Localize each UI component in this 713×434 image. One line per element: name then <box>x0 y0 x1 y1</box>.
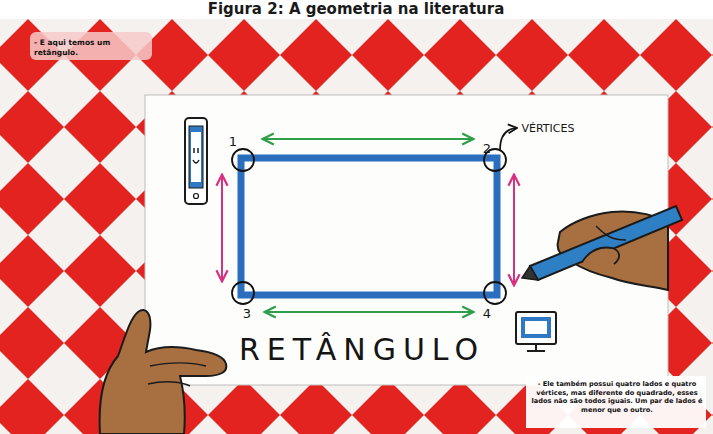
leader-arrow <box>500 128 516 150</box>
monitor-screen-inner <box>525 321 547 334</box>
title-strip <box>0 0 713 19</box>
pen-body <box>530 206 682 280</box>
vertex-circle <box>232 282 254 304</box>
monitor-base <box>527 350 545 352</box>
hand-shape <box>100 310 227 434</box>
right-hand-with-pen <box>522 206 682 290</box>
side-arrow <box>513 176 515 284</box>
caption-brush <box>30 32 152 60</box>
caption-text: - E aqui temos um retângulo. <box>34 38 150 58</box>
side-arrow <box>221 176 223 280</box>
annotation-label: VÉRTICES <box>522 122 575 135</box>
vertex-number: 2 <box>483 141 491 156</box>
phone-screen <box>189 126 203 188</box>
phone-eye <box>197 148 198 153</box>
caption-text: - Ele também possui quatro lados e quatr… <box>530 380 704 414</box>
finger-line <box>150 363 206 366</box>
vertex-number: 1 <box>229 134 237 149</box>
blue-rectangle <box>241 158 497 295</box>
monitor-neck <box>535 344 537 350</box>
vertex-circle <box>232 149 254 171</box>
paper-sheet <box>145 95 668 385</box>
vertex-number: 3 <box>243 306 251 321</box>
phone-button <box>194 194 199 199</box>
side-arrow <box>264 138 472 140</box>
pen-tip <box>522 266 538 280</box>
monitor-screen <box>521 317 551 338</box>
finger-line <box>148 382 190 386</box>
monitor-icon <box>516 312 556 351</box>
thumb <box>582 248 619 264</box>
left-hand <box>100 310 227 434</box>
phone-eye <box>193 148 194 153</box>
phone-body <box>185 118 207 204</box>
finger-line <box>596 226 626 240</box>
shape-name: RETÂNGULO <box>239 332 485 367</box>
vertex-circle <box>484 282 506 304</box>
phone-smile <box>193 160 199 163</box>
side-arrow <box>266 311 472 313</box>
caption-brush <box>526 376 706 428</box>
monitor-frame <box>516 312 556 344</box>
caption-box: - Ele também possui quatro lados e quatr… <box>530 380 704 414</box>
checkered-cloth <box>0 19 713 434</box>
phone-screen-inner <box>191 132 201 182</box>
figure-title: Figura 2: A geometria na literatura <box>208 0 505 18</box>
vertex-circles <box>232 149 506 304</box>
phone-icon <box>185 118 207 204</box>
caption-box: - E aqui temos um retângulo. <box>34 38 150 58</box>
vertex-number: 4 <box>483 306 491 321</box>
